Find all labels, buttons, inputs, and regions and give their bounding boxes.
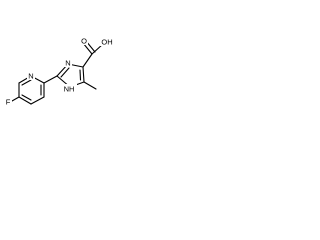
bond-pyridine-imidazole	[43, 75, 58, 84]
bond-c2-n3-inner	[60, 67, 70, 78]
bond-c3-c4	[30, 96, 45, 105]
atom-pyridine-nitrogen: N	[28, 72, 33, 81]
atom-labels: F N N NH O OH	[4, 36, 115, 107]
bond-c4-c5	[82, 66, 85, 83]
bond-c4-carboxyl	[82, 53, 93, 68]
bond-c6-n1-inner	[21, 79, 32, 86]
label-bg-n-pyridine	[27, 71, 35, 80]
label-bg-nh	[62, 84, 77, 93]
atom-imidazole-nitrogen: N	[65, 59, 70, 68]
label-bg-n-imidazole	[64, 58, 72, 67]
chemical-structure: F N N NH O OH	[4, 36, 115, 107]
bond-c5-f	[11, 96, 20, 102]
bond-c5-methyl	[83, 81, 97, 90]
atom-fluorine: F	[6, 98, 11, 107]
atom-imidazole-nh: NH	[64, 85, 75, 94]
label-bg-oh	[100, 37, 115, 46]
label-bg-f	[4, 97, 12, 106]
bond-c4-c5-inner	[21, 94, 32, 101]
label-bg-o	[80, 36, 88, 45]
bond-c4-c5	[18, 96, 32, 105]
bond-c4-c5-inner	[79, 69, 82, 81]
atom-hydroxyl: OH	[101, 38, 112, 47]
atom-carbonyl-oxygen: O	[81, 37, 87, 46]
